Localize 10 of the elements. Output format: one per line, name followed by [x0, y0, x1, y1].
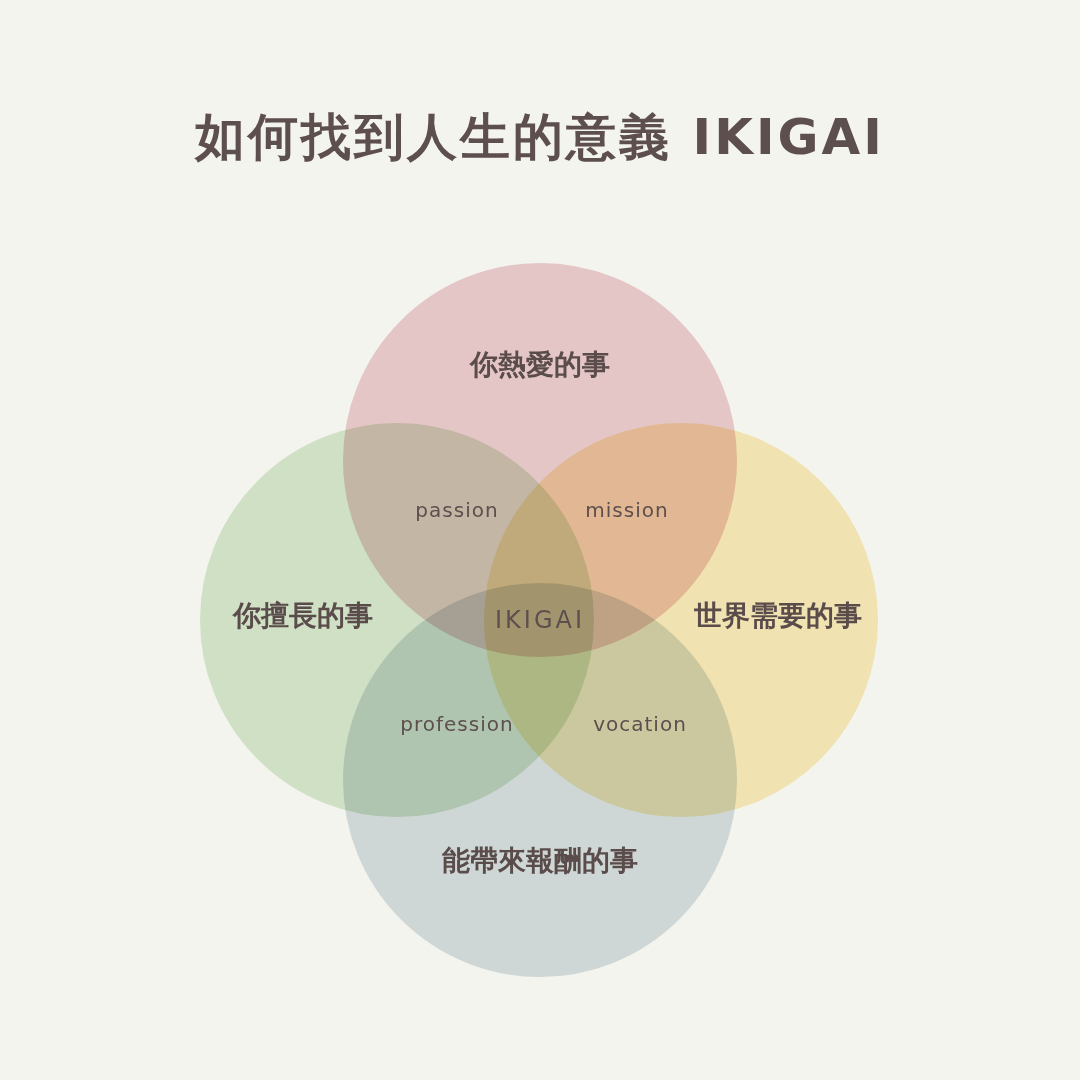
circle-label: 世界需要的事 [694, 597, 862, 634]
overlap-label: vocation [593, 711, 687, 738]
overlap-label: passion [415, 497, 499, 524]
overlap-label: profession [400, 711, 514, 738]
circle-label: 你擅長的事 [233, 597, 373, 634]
circle-label: 你熱愛的事 [470, 347, 610, 383]
overlap-label: IKIGAI [495, 605, 585, 636]
title: 如何找到人生的意義 IKIGAI [193, 107, 886, 168]
overlap-label: mission [585, 497, 669, 524]
circle-label: 能帶來報酬的事 [442, 843, 638, 879]
